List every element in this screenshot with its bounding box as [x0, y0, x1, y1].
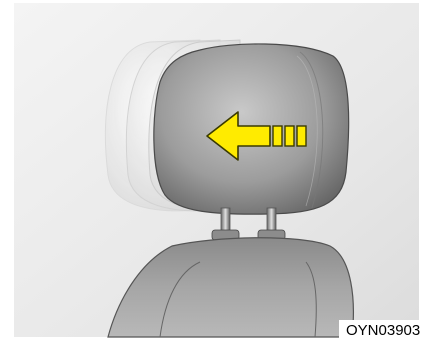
figure-code: OYN03903 — [339, 320, 439, 342]
